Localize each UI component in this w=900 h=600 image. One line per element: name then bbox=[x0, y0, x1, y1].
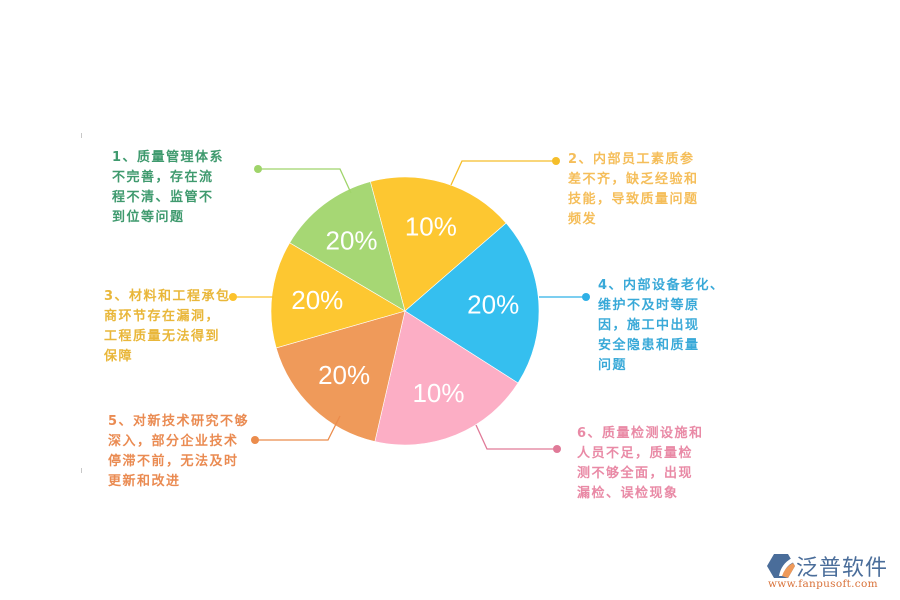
pie-slice-2 bbox=[369, 176, 507, 312]
leader-dot-1 bbox=[254, 165, 262, 173]
leader-dot-6 bbox=[553, 445, 561, 453]
slice-percent-2: 10% bbox=[405, 211, 457, 241]
pie-slice-3 bbox=[270, 242, 406, 349]
logo-url: www.fanpusoft.com bbox=[768, 578, 878, 590]
logo-icon bbox=[767, 554, 795, 578]
leader-lines bbox=[229, 157, 590, 453]
callout-label-1: 1、质量管理体系 不完善，存在流 程不清、监管不 到位等问题 bbox=[112, 150, 225, 225]
callout-label-4: 4、内部设备老化、 维护不及时等原 因，施工中出现 安全隐患和质量 问题 bbox=[598, 278, 725, 373]
pie-slice-4 bbox=[404, 222, 540, 384]
leader-dot-3 bbox=[229, 293, 237, 301]
pie-slice-5 bbox=[275, 310, 406, 442]
leader-line-1 bbox=[258, 168, 352, 194]
logo-name: 泛普软件 bbox=[796, 556, 889, 581]
leader-line-5 bbox=[255, 415, 341, 441]
pie-slice-1 bbox=[289, 181, 406, 312]
slice-percent-labels: 10% 20% 10% 20% 20% 20% bbox=[291, 211, 519, 407]
pie-slice-6 bbox=[374, 310, 519, 446]
tick-mark bbox=[81, 468, 82, 473]
callout-label-6: 6、质量检测设施和 人员不足，质量检 测不够全面，出现 漏检、误检现象 bbox=[577, 426, 704, 501]
leader-line-2 bbox=[450, 160, 556, 186]
leader-dot-5 bbox=[251, 436, 259, 444]
leader-dot-2 bbox=[552, 157, 560, 165]
callout-label-5: 5、对新技术研究不够 深入，部分企业技术 停滞不前，无法及时 更新和改进 bbox=[108, 414, 250, 489]
pie-slices bbox=[270, 176, 540, 446]
leader-line-6 bbox=[475, 424, 557, 450]
slice-percent-4: 20% bbox=[467, 289, 519, 319]
slice-percent-6: 10% bbox=[412, 378, 464, 408]
slice-percent-3: 20% bbox=[291, 285, 343, 315]
tick-mark bbox=[81, 133, 82, 138]
slice-percent-1: 20% bbox=[326, 226, 378, 256]
brand-logo: 泛普软件 www.fanpusoft.com bbox=[766, 550, 896, 598]
leader-dot-4 bbox=[582, 293, 590, 301]
callout-label-2: 2、内部员工素质参 差不齐，缺乏经验和 技能，导致质量问题 频发 bbox=[568, 152, 699, 227]
callout-label-3: 3、材料和工程承包 商环节存在漏洞， 工程质量无法得到 保障 bbox=[104, 289, 231, 364]
slice-percent-5: 20% bbox=[318, 360, 370, 390]
